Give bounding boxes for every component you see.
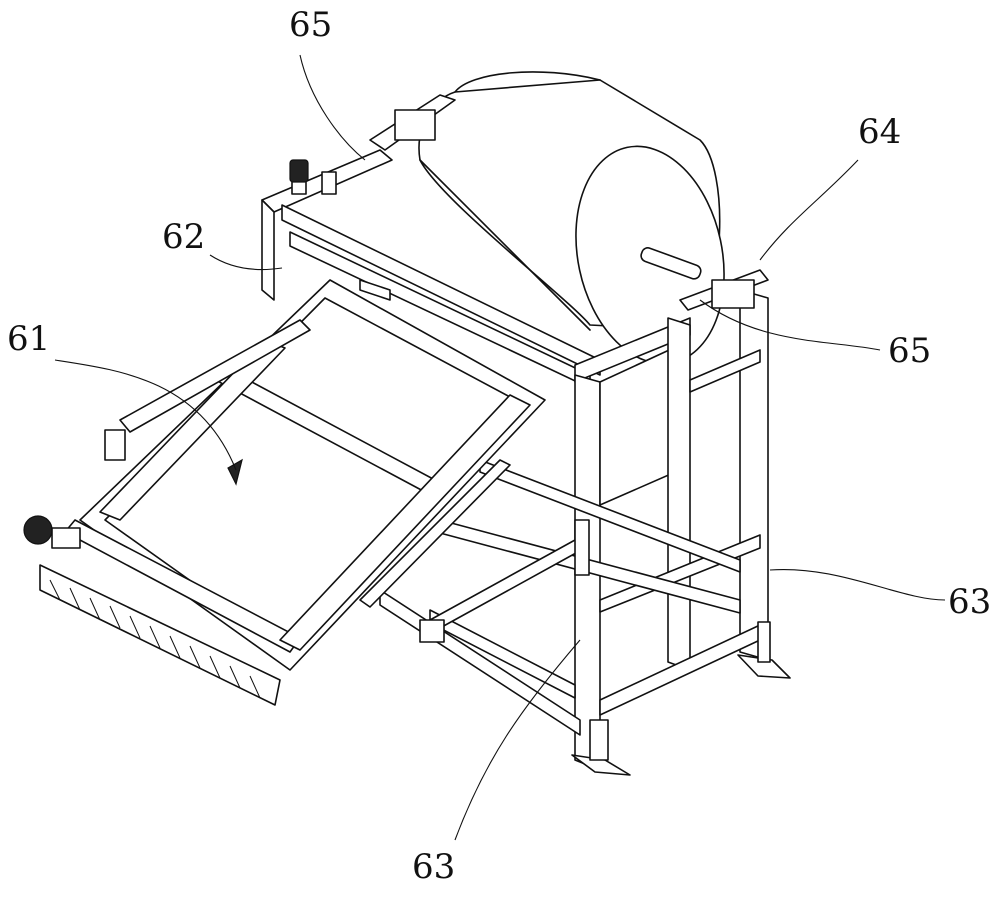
conveyor-table — [23, 279, 546, 706]
drive-motor — [289, 159, 309, 183]
base-frame — [379, 459, 741, 736]
callout-labels: 65 64 62 61 65 63 63 — [7, 5, 991, 887]
callout-65-right: 65 — [888, 331, 931, 371]
leader-63-bottom — [454, 639, 581, 841]
right-frame — [571, 269, 791, 776]
leader-64 — [759, 159, 859, 261]
callout-65-top: 65 — [289, 5, 332, 45]
callout-61: 61 — [7, 319, 50, 359]
callout-62: 62 — [162, 217, 205, 257]
material-roll — [418, 71, 725, 365]
upper-frame — [261, 94, 691, 389]
leader-62 — [209, 254, 283, 271]
leader-lines — [54, 54, 946, 841]
callout-63-right: 63 — [948, 582, 991, 622]
callout-63-bottom: 63 — [412, 847, 455, 887]
leader-65-top — [299, 54, 366, 161]
leader-61 — [54, 359, 237, 471]
leader-63-right — [769, 568, 946, 601]
leader-65-right — [699, 299, 881, 351]
callout-64: 64 — [858, 112, 901, 152]
